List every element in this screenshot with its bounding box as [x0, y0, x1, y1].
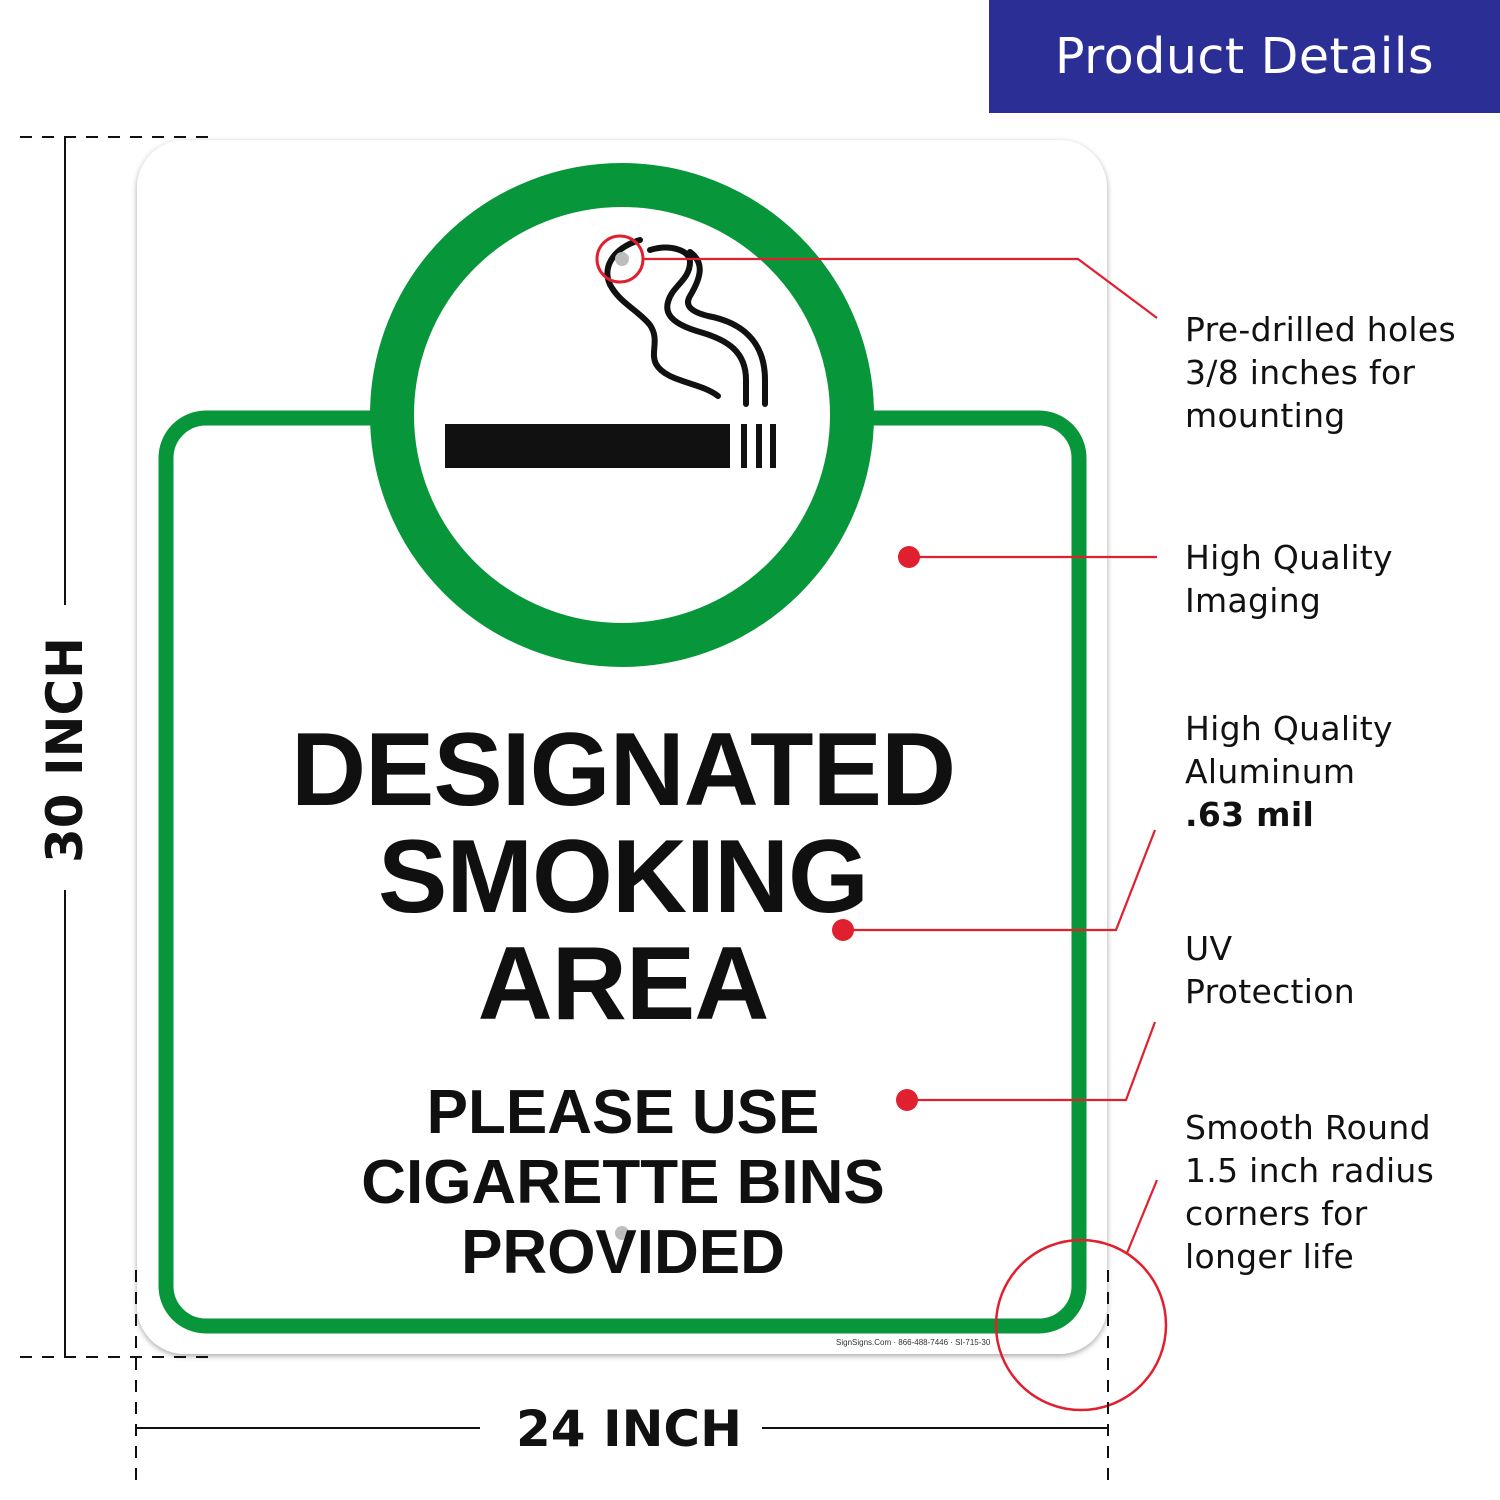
callout-line-holes: [643, 257, 1158, 319]
callout-dot-uv: [896, 1089, 918, 1111]
feature-high-quality-imaging: High Quality Imaging: [1185, 538, 1393, 620]
sign-title-line-2: SMOKING: [378, 819, 869, 935]
callout-corner-ring: [994, 1238, 1168, 1412]
badge-circle: [370, 163, 874, 667]
callout-line-corners: [1125, 1179, 1159, 1254]
mounting-hole-bottom: [615, 1226, 629, 1240]
feature-uv-protection: UV Protection: [1185, 929, 1355, 1011]
sign-title-line-1: DESIGNATED: [290, 712, 956, 828]
callout-line-aluminum: [843, 829, 1157, 932]
mounting-hole-top: [615, 252, 629, 266]
sign-subtitle-line-1: PLEASE USE: [426, 1078, 820, 1147]
feature-round-corners: Smooth Round 1.5 inch radius corners for…: [1185, 1108, 1435, 1276]
product-details-header: Product Details: [989, 0, 1500, 113]
sign-title-line-3: AREA: [477, 926, 770, 1042]
callout-dot-imaging: [898, 546, 920, 568]
feature-high-quality-aluminum: High Quality Aluminum .63 mil: [1185, 709, 1393, 834]
sign-subtitle-line-3: PROVIDED: [461, 1218, 785, 1287]
width-dimension-label: 24 INCH: [510, 1400, 748, 1458]
sign-fineprint: SignSigns.Com · 866-488-7446 · SI-715-30: [836, 1338, 991, 1347]
callout-line-uv: [907, 1021, 1157, 1102]
callout-dot-aluminum: [832, 919, 854, 941]
feature-predrilled-holes: Pre-drilled holes 3/8 inches for mountin…: [1185, 310, 1457, 435]
height-dimension-label: 30 INCH: [36, 631, 94, 869]
header-title: Product Details: [1055, 28, 1434, 85]
sign-subtitle-line-2: CIGARETTE BINS: [361, 1148, 885, 1217]
smoking-cigarette-icon: [445, 237, 776, 468]
